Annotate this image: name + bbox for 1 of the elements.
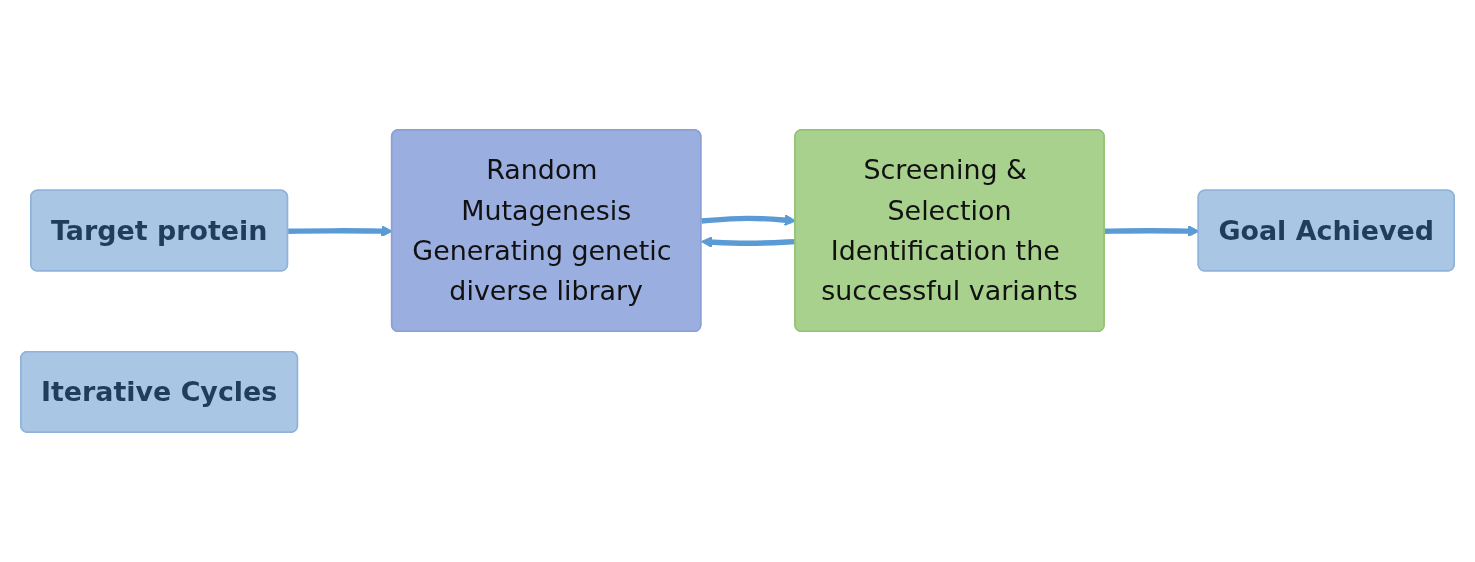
arrow	[700, 236, 796, 249]
